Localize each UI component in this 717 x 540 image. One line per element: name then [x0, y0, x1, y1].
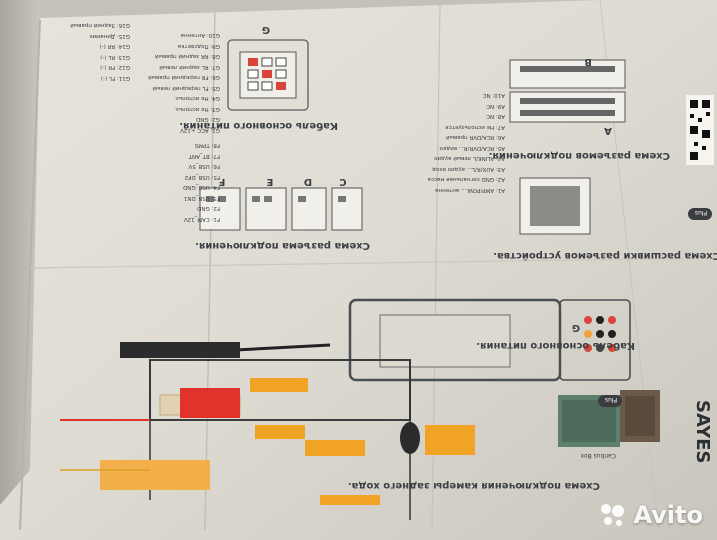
pin-list-g: G1: ACC +12V G2: GND G3: Не использ. G4:…	[148, 32, 220, 134]
connector-g-box	[227, 39, 309, 111]
fold-line-horizontal	[29, 257, 717, 269]
connectors-ab	[509, 59, 626, 123]
head-unit-connector-pins	[530, 186, 580, 226]
pin-list-right: G11: FL (-) G12: FR (-) G13: RL (-) G14:…	[70, 22, 130, 82]
pin-list-f: F1: CAM_12V F2: GND F3: USB_DN1 F4: USB_…	[183, 142, 220, 223]
main-cable-heading-2: Кабель основного питания.	[476, 340, 635, 351]
plus-badge-graphic	[598, 395, 622, 407]
connector-g-right	[559, 299, 631, 381]
canbus-box-label: Canbus Box	[580, 452, 616, 459]
fold-line	[204, 7, 216, 531]
connector-label-e: E	[266, 176, 274, 187]
black-label-strip	[120, 342, 240, 358]
yellow-label-4	[305, 440, 365, 456]
connector-label-g: G	[261, 24, 271, 35]
main-cable-heading: Кабель основного питания.	[179, 120, 338, 131]
yellow-label-3	[425, 425, 475, 455]
avito-watermark: Avito	[597, 500, 703, 530]
camera-plug	[400, 422, 420, 454]
connector-label-g-right: G	[571, 322, 581, 333]
qr-code	[686, 95, 714, 165]
connector-label-d: D	[303, 176, 313, 187]
avito-wordmark: Avito	[633, 501, 703, 529]
yellow-label-5	[320, 495, 380, 505]
plus-badge-text-2: Plus	[694, 209, 708, 216]
fold-line-left	[19, 19, 41, 531]
head-unit-screen	[379, 314, 511, 368]
connector-label-c: C	[339, 176, 347, 187]
device-connectors-heading: Схема расшивки разъемов устройства.	[493, 250, 717, 261]
red-label	[180, 388, 240, 418]
connector-g-right-pins	[584, 316, 616, 352]
brand-fragment: SAYES	[692, 400, 713, 464]
connector-scheme-heading-2: Схема разъемов подключения.	[488, 150, 670, 161]
connectors-cdef	[199, 187, 363, 231]
orange-label	[100, 460, 210, 490]
pin-list-a: A1: AMP/POW.... антенна A2: GND сигнальн…	[427, 92, 505, 194]
yellow-label	[250, 378, 308, 392]
rear-camera-heading: Схема подключения камеры заднего хода.	[347, 480, 600, 491]
connectors-scheme-heading: Схема разъема подключения.	[195, 240, 370, 251]
yellow-label-2	[255, 425, 305, 439]
connector-g-pins	[239, 51, 297, 99]
avito-logo-icon	[601, 504, 625, 526]
connector-label-a: A	[604, 125, 612, 136]
plus-badge-text: Plus	[604, 396, 618, 403]
connector-label-b: B	[584, 56, 592, 67]
plus-badge-graphic-2	[688, 208, 712, 220]
fold-line-right	[599, 0, 661, 540]
